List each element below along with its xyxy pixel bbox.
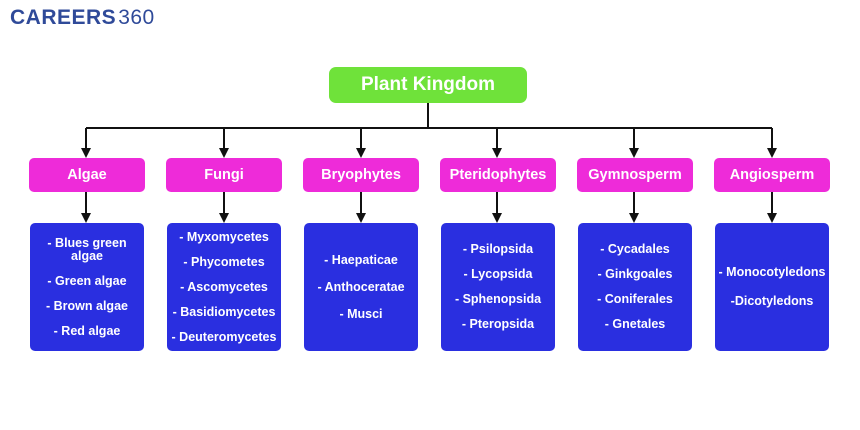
category-gymnosperm: Gymnosperm: [577, 158, 693, 192]
algae-list: - Blues green algae - Green algae - Brow…: [30, 223, 144, 351]
list-item: - Cycadales: [600, 242, 670, 256]
list-item: - Sphenopsida: [454, 292, 542, 306]
fungi-list: - Myxomycetes - Phycometes - Ascomycetes…: [167, 223, 281, 351]
gymnosperm-list: - Cycadales - Ginkgoales - Coniferales -…: [578, 223, 692, 351]
list-item: - Lycopsida: [463, 267, 533, 281]
list-item: - Ginkgoales: [597, 267, 673, 281]
careers360-logo: CAREERS360: [10, 6, 155, 30]
list-item: - Phycometes: [183, 254, 265, 269]
category-bryophytes: Bryophytes: [303, 158, 419, 192]
list-item: - Musci: [339, 306, 383, 321]
angiosperm-list: - Monocotyledons -Dicotyledons: [715, 223, 829, 351]
list-item: - Brown algae: [46, 298, 128, 313]
list-item: - Psilopsida: [462, 242, 534, 256]
list-item: - Blues green algae: [47, 235, 127, 263]
list-item: - Ascomycetes: [180, 279, 268, 294]
bryophytes-list: - Haepaticae - Anthoceratae - Musci: [304, 223, 418, 351]
logo-word: CAREERS: [10, 6, 117, 29]
pteridophytes-list: - Psilopsida - Lycopsida - Sphenopsida -…: [441, 223, 555, 351]
list-item: - Myxomycetes: [179, 229, 269, 244]
list-item: - Red algae: [53, 323, 121, 338]
list-item: -Dicotyledons: [730, 294, 814, 308]
list-item: - Anthoceratae: [317, 279, 405, 294]
list-item: - Monocotyledons: [718, 265, 826, 279]
category-fungi: Fungi: [166, 158, 282, 192]
list-item: - Basidiomycetes: [172, 304, 276, 319]
logo-number: 360: [118, 6, 155, 29]
root-node-plant-kingdom: Plant Kingdom: [329, 67, 527, 103]
list-item: - Coniferales: [597, 292, 673, 306]
list-item: - Deuteromycetes: [171, 329, 277, 344]
list-item: - Gnetales: [604, 317, 666, 331]
category-algae: Algae: [29, 158, 145, 192]
category-angiosperm: Angiosperm: [714, 158, 830, 192]
list-item: - Pteropsida: [461, 317, 535, 331]
list-item: - Green algae: [47, 273, 127, 288]
list-item: - Haepaticae: [324, 252, 398, 267]
category-pteridophytes: Pteridophytes: [440, 158, 556, 192]
